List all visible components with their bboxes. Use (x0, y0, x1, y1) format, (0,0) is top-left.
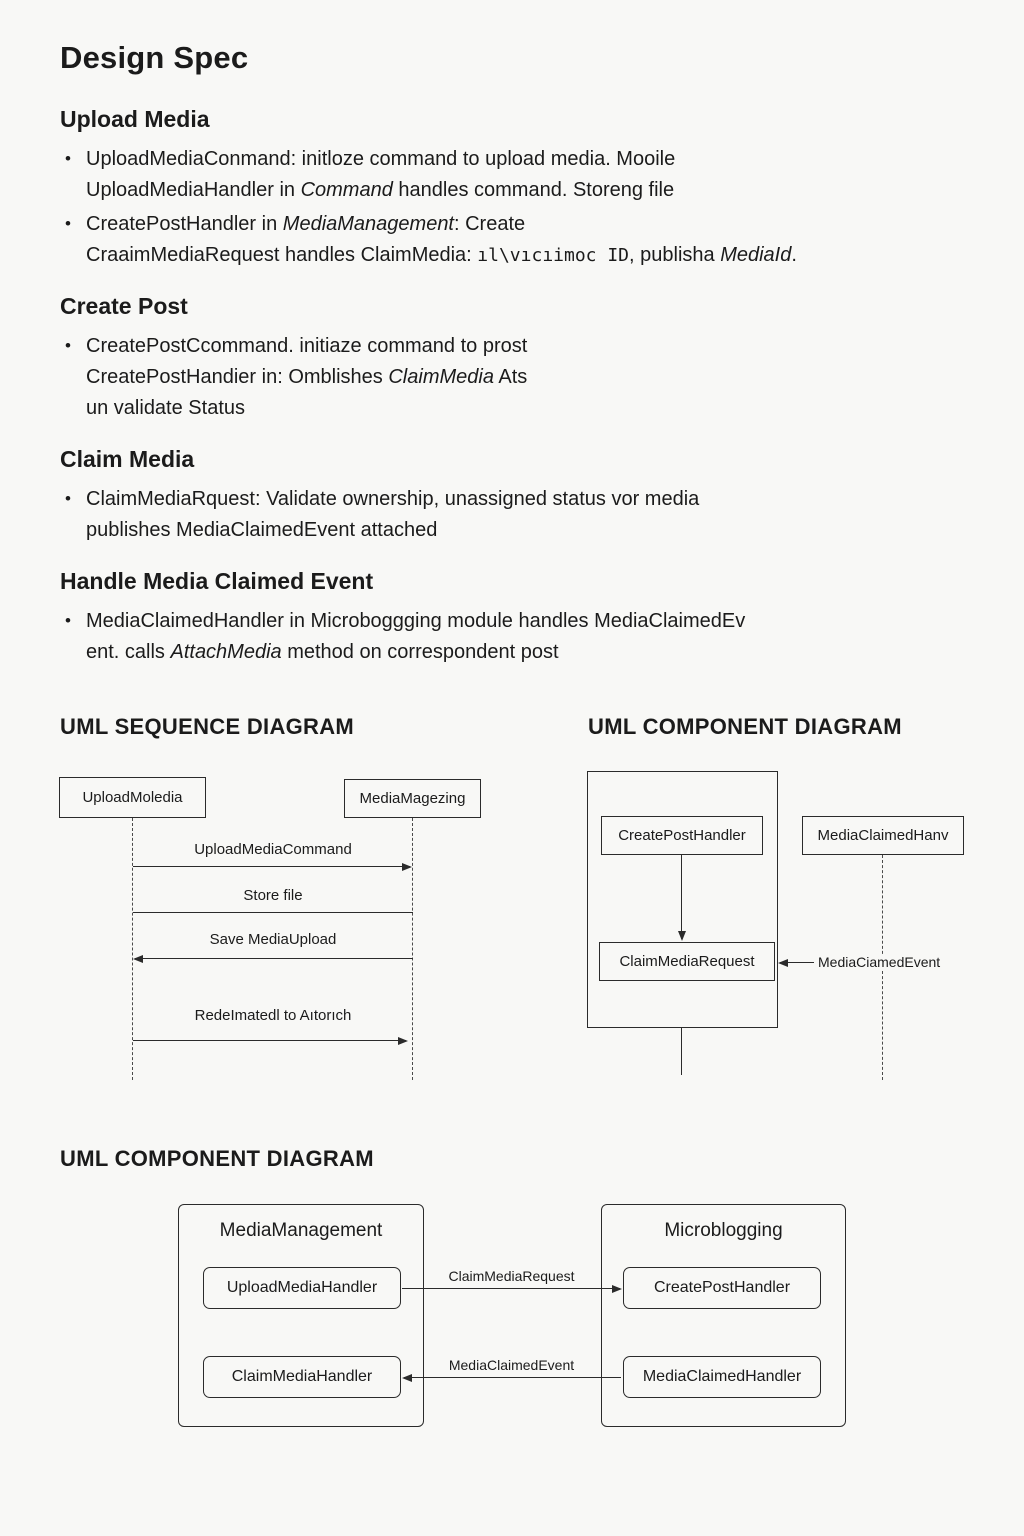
text-run: ClaimMedia (388, 366, 494, 388)
section-heading-upload-media: Upload Media (60, 106, 210, 132)
sequence-actor-mediamanagement: MediaMagezing (344, 779, 481, 818)
claim-media-list: ClaimMediaRquest: Validate ownership, un… (60, 484, 980, 546)
component-bottom-heading: UML COMPONENT DIAGRAM (60, 1146, 374, 1171)
message-label-save-mediaupload: Save MediaUpload (209, 931, 337, 948)
node-uploadmediahandler: UploadMediaHandler (203, 1267, 401, 1309)
text-run: . (791, 244, 797, 266)
node-mediaclaimedhandler-bottom: MediaClaimedHandler (623, 1356, 821, 1398)
bullet-item: CreatePostCcommand. initiaze command to … (60, 331, 980, 424)
message-label-store-file: Store file (243, 887, 303, 904)
section-heading-handle-media-claimed-event: Handle Media Claimed Event (60, 568, 374, 594)
upload-media-list: UploadMediaConmand: initloze command to … (60, 144, 980, 271)
text-run: CreatePostCcommand. initiaze command to … (86, 335, 528, 357)
node-claimmediarequest: ClaimMediaRequest (599, 942, 775, 981)
text-run: UploadMediaHandler in (86, 179, 301, 201)
message-label-redelegated: RedeImatedl to Aıtorıch (194, 1007, 352, 1024)
text-run: Command (300, 179, 393, 201)
text-run: MediaClaimedHandler in Microboggging mod… (86, 610, 746, 632)
arrow-mediaclaimedevent (778, 959, 814, 967)
arrow-createposthandler-to-claimmediarequest (678, 855, 686, 941)
text-run: handles command. Storeng file (392, 179, 675, 201)
text-run: CreatePostHandler in (86, 213, 283, 235)
lifeline-right (412, 818, 413, 1080)
text-run: method on correspondent post (281, 641, 559, 663)
text-run: MediaManagement (282, 213, 454, 235)
message-line-store-file (133, 912, 413, 913)
text-run: AttachMedia (170, 641, 282, 663)
bullet-item: MediaClaimedHandler in Microboggging mod… (60, 606, 980, 668)
bullet-item: UploadMediaConmand: initloze command to … (60, 144, 980, 206)
sequence-actor-uploadmedia: UploadMoledia (59, 777, 206, 818)
node-createposthandler-bottom: CreatePostHandler (623, 1267, 821, 1309)
text-run: publishes MediaClaimedEvent attached (86, 519, 438, 541)
bullet-item: CreatePostHandler in MediaManagement: Cr… (60, 209, 980, 271)
sequence-diagram-heading: UML SEQUENCE DIAGRAM (60, 714, 355, 739)
text-run: ent. calls (86, 641, 171, 663)
text-run: UploadMediaConmand: initloze command to … (86, 148, 676, 170)
text-run: un validate Status (86, 397, 245, 419)
edge-label-mediaclaimedevent-top: MediaCiamedEvent (814, 954, 945, 970)
microblogging-title: Microblogging (664, 1220, 783, 1241)
text-run: MediaId (720, 244, 792, 266)
lifeline-left (132, 818, 133, 1080)
message-label-uploadmediacommand: UploadMediaCommand (194, 841, 352, 858)
text-run: CreatePostHandier in: Omblishes (86, 366, 389, 388)
message-arrow-uploadmediacommand (133, 863, 412, 871)
text-run: ıl\vıcıimoc ID (477, 245, 630, 266)
arrow-claimmediarequest (402, 1285, 622, 1293)
bullet-item: ClaimMediaRquest: Validate ownership, un… (60, 484, 980, 546)
arrow-mediaclaimedevent-bottom (402, 1374, 621, 1382)
mediamanagement-container-box (178, 1204, 424, 1427)
text-run: , publisha (629, 244, 721, 266)
text-run: ClaimMediaRquest: Validate ownership, un… (86, 488, 700, 510)
message-arrow-redelegated (133, 1037, 408, 1045)
edge-label-mediaclaimedevent-bottom: MediaClaimedEvent (448, 1357, 575, 1373)
microblogging-container-box (601, 1204, 846, 1427)
text-run: CraaimMediaRequest handles ClaimMedia: (86, 244, 478, 266)
text-run: Ats (493, 366, 528, 388)
component-top-heading: UML COMPONENT DIAGRAM (588, 714, 902, 739)
mediamanagement-title: MediaManagement (219, 1220, 383, 1241)
text-run: : Create (454, 213, 526, 235)
node-claimmediahandler: ClaimMediaHandler (203, 1356, 401, 1398)
section-heading-create-post: Create Post (60, 293, 188, 319)
handle-media-claimed-list: MediaClaimedHandler in Microboggging mod… (60, 606, 980, 668)
section-heading-claim-media: Claim Media (60, 446, 195, 472)
create-post-list: CreatePostCcommand. initiaze command to … (60, 331, 980, 424)
node-createposthandler: CreatePostHandler (601, 816, 763, 855)
page-title: Design Spec (60, 40, 249, 75)
edge-label-claimmediarequest: ClaimMediaRequest (448, 1268, 575, 1284)
message-arrow-save-mediaupload (133, 955, 413, 963)
spec-text-block: Design Spec Upload Media UploadMediaConm… (60, 40, 980, 671)
component-top-outer-box (587, 771, 778, 1028)
node-mediaclaimedhandler-top: MediaClaimedHanv (802, 816, 964, 855)
component-top-tail-line (681, 1028, 682, 1075)
